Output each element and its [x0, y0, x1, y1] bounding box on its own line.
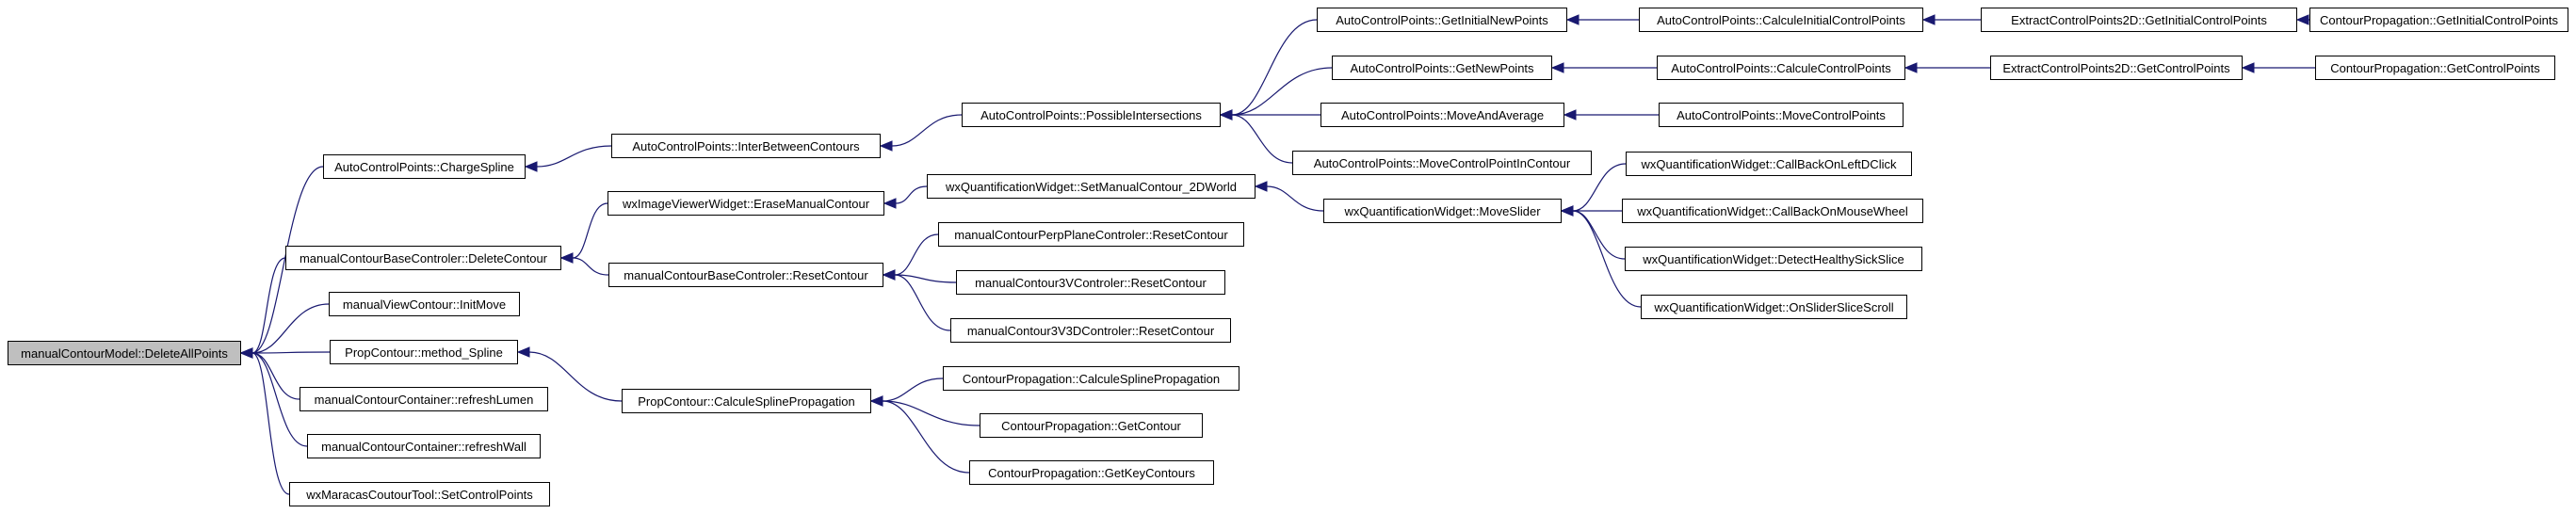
node-autocontrolpoints-getinitialnewpoints[interactable]: AutoControlPoints::GetInitialNewPoints	[1317, 8, 1567, 32]
node-manualviewcontour-initmove[interactable]: manualViewContour::InitMove	[329, 292, 520, 316]
node-manualcontour3vcontroler-resetcontour[interactable]: manualContour3VControler::ResetContour	[956, 270, 1225, 295]
node-contourpropagation-calculesplinepropagation[interactable]: ContourPropagation::CalculeSplinePropaga…	[943, 366, 1239, 391]
node-manualcontourbasecontroler-resetcontour[interactable]: manualContourBaseControler::ResetContour	[608, 263, 883, 287]
edge-manualviewcontour-initmove-to-manualcontourmodel-deleteallpoints	[251, 303, 330, 354]
edge-wxquantificationwidget-setmanualcontour-2dworld-to-wximageviewerwidget-erasemanualcontour	[895, 185, 928, 204]
node-autocontrolpoints-calculeinitialcontrolpoints[interactable]: AutoControlPoints::CalculeInitialControl…	[1639, 8, 1923, 32]
edge-contourpropagation-getcontour-to-propcontour-calculesplinepropagation	[882, 400, 980, 426]
node-extractcontrolpoints2d-getinitialcontrolpoints[interactable]: ExtractControlPoints2D::GetInitialContro…	[1981, 8, 2297, 32]
edge-manualcontourcontainer-refreshlumen-to-manualcontourmodel-deleteallpoints	[251, 352, 300, 400]
edge-propcontour-method-spline-to-manualcontourmodel-deleteallpoints	[251, 351, 331, 354]
edge-manualcontourcontainer-refreshwall-to-manualcontourmodel-deleteallpoints	[251, 352, 308, 447]
edge-wximageviewerwidget-erasemanualcontour-to-manualcontourbasecontroler-deletecontour	[572, 202, 608, 259]
node-extractcontrolpoints2d-getcontrolpoints[interactable]: ExtractControlPoints2D::GetControlPoints	[1990, 56, 2243, 80]
edge-autocontrolpoints-getinitialnewpoints-to-autocontrolpoints-possibleintersections	[1231, 19, 1318, 116]
node-manualcontourbasecontroler-deletecontour[interactable]: manualContourBaseControler::DeleteContou…	[285, 246, 561, 270]
arrowhead-extractcontrolpoints2d-getcontrolpoints-34	[2241, 62, 2255, 73]
node-autocontrolpoints-movecontrolpointincontour[interactable]: AutoControlPoints::MoveControlPointInCon…	[1292, 151, 1592, 175]
arrowhead-manualcontourmodel-deleteallpoints-6	[239, 347, 253, 359]
arrowhead-autocontrolpoints-calculeinitialcontrolpoints-31	[1921, 14, 1936, 25]
node-manualcontourcontainer-refreshlumen[interactable]: manualContourContainer::refreshLumen	[300, 387, 548, 411]
edge-manualcontour3vcontroler-resetcontour-to-manualcontourbasecontroler-resetcontour	[894, 274, 957, 283]
arrowhead-manualcontourbasecontroler-deletecontour-9	[559, 252, 574, 264]
node-wxquantificationwidget-onsliderslicescroll[interactable]: wxQuantificationWidget::OnSliderSliceScr…	[1641, 295, 1907, 319]
edge-propcontour-calculesplinepropagation-to-propcontour-method-spline	[528, 351, 623, 402]
edge-autocontrolpoints-movecontrolpointincontour-to-autocontrolpoints-possibleintersections	[1231, 114, 1293, 164]
node-autocontrolpoints-chargespline[interactable]: AutoControlPoints::ChargeSpline	[323, 154, 526, 179]
arrowhead-autocontrolpoints-interbetweencontours-11	[879, 140, 893, 152]
node-wximageviewerwidget-erasemanualcontour[interactable]: wxImageViewerWidget::EraseManualContour	[608, 191, 884, 216]
arrowhead-manualcontourbasecontroler-resetcontour-15	[882, 269, 896, 281]
edge-autocontrolpoints-possibleintersections-to-autocontrolpoints-interbetweencontours	[891, 114, 963, 147]
arrowhead-extractcontrolpoints2d-getinitialcontrolpoints-33	[2295, 14, 2309, 25]
node-wxmaracascoutourtool-setcontrolpoints[interactable]: wxMaracasCoutourTool::SetControlPoints	[289, 482, 550, 506]
edge-contourpropagation-calculesplinepropagation-to-propcontour-calculesplinepropagation	[882, 377, 944, 402]
arrowhead-autocontrolpoints-moveandaverage-26	[1563, 109, 1577, 120]
edge-wxquantificationwidget-detecthealthysickslice-to-wxquantificationwidget-moveslider	[1572, 210, 1626, 260]
edge-wxquantificationwidget-callbackonleftdclick-to-wxquantificationwidget-moveslider	[1572, 163, 1627, 212]
edge-autocontrolpoints-chargespline-to-manualcontourmodel-deleteallpoints	[251, 166, 324, 354]
edge-manualcontourbasecontroler-deletecontour-to-manualcontourmodel-deleteallpoints	[251, 257, 286, 354]
node-contourpropagation-getinitialcontrolpoints[interactable]: ContourPropagation::GetInitialControlPoi…	[2309, 8, 2568, 32]
node-wxquantificationwidget-setmanualcontour-2dworld[interactable]: wxQuantificationWidget::SetManualContour…	[927, 174, 1256, 199]
arrowhead-propcontour-method-spline-10	[516, 346, 530, 358]
node-propcontour-calculesplinepropagation[interactable]: PropContour::CalculeSplinePropagation	[622, 389, 871, 413]
node-manualcontourperpplanecontroler-resetcontour[interactable]: manualContourPerpPlaneControler::ResetCo…	[938, 222, 1244, 247]
arrowhead-wximageviewerwidget-erasemanualcontour-12	[883, 198, 897, 209]
arrowhead-autocontrolpoints-possibleintersections-22	[1219, 109, 1233, 120]
edge-wxmaracascoutourtool-setcontrolpoints-to-manualcontourmodel-deleteallpoints	[251, 352, 290, 495]
node-autocontrolpoints-movecontrolpoints[interactable]: AutoControlPoints::MoveControlPoints	[1659, 103, 1904, 127]
arrowhead-propcontour-calculesplinepropagation-18	[869, 395, 883, 407]
node-propcontour-method-spline[interactable]: PropContour::method_Spline	[330, 340, 518, 364]
node-manualcontourmodel-deleteallpoints[interactable]: manualContourModel::DeleteAllPoints	[8, 341, 241, 365]
arrowhead-wxquantificationwidget-moveslider-30	[1560, 205, 1574, 217]
edge-autocontrolpoints-getnewpoints-to-autocontrolpoints-possibleintersections	[1231, 67, 1333, 116]
node-wxquantificationwidget-moveslider[interactable]: wxQuantificationWidget::MoveSlider	[1323, 199, 1562, 223]
node-manualcontour3v3dcontroler-resetcontour[interactable]: manualContour3V3DControler::ResetContour	[950, 318, 1231, 343]
node-contourpropagation-getcontour[interactable]: ContourPropagation::GetContour	[980, 413, 1203, 438]
arrowhead-autocontrolpoints-getnewpoints-25	[1550, 62, 1564, 73]
arrowhead-autocontrolpoints-calculecontrolpoints-32	[1904, 62, 1918, 73]
edge-manualcontourperpplanecontroler-resetcontour-to-manualcontourbasecontroler-resetcontour	[894, 233, 939, 276]
edge-wxquantificationwidget-moveslider-to-wxquantificationwidget-setmanualcontour-2dworld	[1266, 185, 1324, 212]
edge-manualcontourbasecontroler-resetcontour-to-manualcontourbasecontroler-deletecontour	[572, 257, 609, 276]
node-wxquantificationwidget-detecthealthysickslice[interactable]: wxQuantificationWidget::DetectHealthySic…	[1625, 247, 1922, 271]
edge-contourpropagation-getkeycontours-to-propcontour-calculesplinepropagation	[882, 400, 970, 474]
node-manualcontourcontainer-refreshwall[interactable]: manualContourContainer::refreshWall	[307, 434, 541, 458]
node-autocontrolpoints-possibleintersections[interactable]: AutoControlPoints::PossibleIntersections	[962, 103, 1221, 127]
node-autocontrolpoints-calculecontrolpoints[interactable]: AutoControlPoints::CalculeControlPoints	[1657, 56, 1905, 80]
node-contourpropagation-getkeycontours[interactable]: ContourPropagation::GetKeyContours	[969, 460, 1214, 485]
node-autocontrolpoints-getnewpoints[interactable]: AutoControlPoints::GetNewPoints	[1332, 56, 1552, 80]
arrowhead-autocontrolpoints-chargespline-7	[524, 161, 538, 172]
arrowhead-wxquantificationwidget-setmanualcontour-2dworld-23	[1254, 181, 1268, 192]
node-autocontrolpoints-interbetweencontours[interactable]: AutoControlPoints::InterBetweenContours	[611, 134, 881, 158]
edge-autocontrolpoints-interbetweencontours-to-autocontrolpoints-chargespline	[536, 145, 612, 168]
edge-manualcontour3v3dcontroler-resetcontour-to-manualcontourbasecontroler-resetcontour	[894, 274, 951, 331]
node-wxquantificationwidget-callbackonmousewheel[interactable]: wxQuantificationWidget::CallBackOnMouseW…	[1622, 199, 1923, 223]
arrowhead-autocontrolpoints-getinitialnewpoints-24	[1565, 14, 1580, 25]
node-wxquantificationwidget-callbackonleftdclick[interactable]: wxQuantificationWidget::CallBackOnLeftDC…	[1626, 152, 1912, 176]
node-contourpropagation-getcontrolpoints[interactable]: ContourPropagation::GetControlPoints	[2315, 56, 2555, 80]
edge-wxquantificationwidget-onsliderslicescroll-to-wxquantificationwidget-moveslider	[1572, 210, 1642, 308]
node-autocontrolpoints-moveandaverage[interactable]: AutoControlPoints::MoveAndAverage	[1320, 103, 1564, 127]
